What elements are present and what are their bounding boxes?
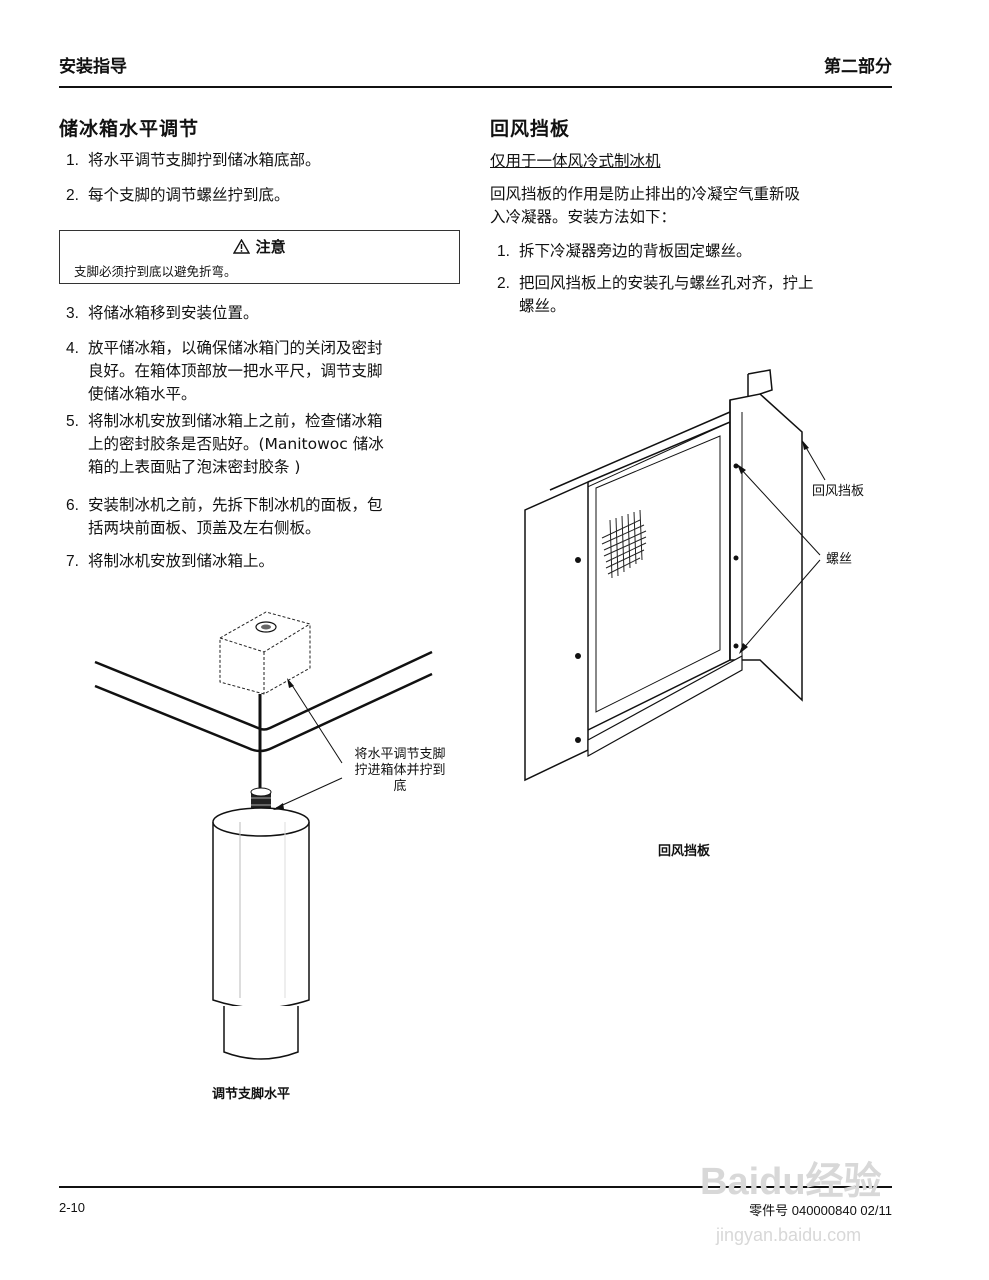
step-text-line: 良好。在箱体顶部放一把水平尺，调节支脚	[88, 362, 383, 380]
step-text-line: 螺丝。	[519, 297, 566, 315]
left-step-5: 5. 将制冰机安放到储冰箱上之前，检查储冰箱 上的密封胶条是否贴好。(Manit…	[66, 410, 466, 479]
baffle-callout-label: 回风挡板	[812, 484, 865, 499]
intro-line: 回风挡板的作用是防止排出的冷凝空气重新吸	[490, 185, 801, 203]
step-text: 将水平调节支脚拧到储冰箱底部。	[88, 151, 321, 169]
leveling-leg-illustration	[94, 611, 433, 1060]
left-section-title: 储冰箱水平调节	[59, 118, 200, 140]
step-text-line: 把回风挡板上的安装孔与螺丝孔对齐，拧上	[519, 274, 814, 292]
threaded-block-icon	[219, 611, 311, 695]
right-figure-caption: 回风挡板	[658, 844, 711, 859]
header-left-title: 安装指导	[59, 57, 127, 77]
left-step-1: 1. 将水平调节支脚拧到储冰箱底部。	[66, 149, 466, 172]
caution-title-row: 注意	[60, 236, 459, 257]
leg-cylinder-icon	[212, 807, 310, 1060]
step-number: 5.	[66, 413, 79, 430]
left-step-2: 2. 每个支脚的调节螺丝拧到底。	[66, 184, 466, 207]
right-step-1: 1. 拆下冷凝器旁边的背板固定螺丝。	[497, 240, 892, 263]
callout-line: 将水平调节支脚	[354, 747, 446, 762]
step-number: 1.	[66, 152, 79, 169]
baidu-watermark-logo: Baidu经验	[700, 1161, 882, 1203]
header-right-section: 第二部分	[824, 57, 892, 77]
step-text-line: 放平储冰箱，以确保储冰箱门的关闭及密封	[88, 339, 383, 357]
screw-callout-label: 螺丝	[826, 552, 853, 567]
step-text-line: 使储冰箱水平。	[88, 385, 197, 403]
right-intro: 回风挡板的作用是防止排出的冷凝空气重新吸 入冷凝器。安装方法如下：	[490, 183, 895, 229]
left-step-4: 4. 放平储冰箱，以确保储冰箱门的关闭及密封 良好。在箱体顶部放一把水平尺，调节…	[66, 337, 466, 406]
condenser-grille-icon	[601, 509, 647, 579]
step-number: 2.	[497, 275, 510, 292]
step-text: 将储冰箱移到安装位置。	[88, 304, 259, 322]
left-step-6: 6. 安装制冰机之前，先拆下制冰机的面板，包 括两块前面板、顶盖及左右侧板。	[66, 494, 466, 540]
leg-callout-label: 将水平调节支脚 拧进箱体并拧到 底	[344, 747, 456, 795]
step-number: 1.	[497, 243, 510, 260]
left-step-7: 7. 将制冰机安放到储冰箱上。	[66, 550, 466, 573]
step-number: 4.	[66, 340, 79, 357]
left-step-3: 3. 将储冰箱移到安装位置。	[66, 302, 466, 325]
step-text: 拆下冷凝器旁边的背板固定螺丝。	[519, 242, 752, 260]
caution-body: 支脚必须拧到底以避免折弯。	[74, 264, 237, 279]
step-number: 6.	[66, 497, 79, 514]
page-number: 2-10	[59, 1200, 86, 1215]
right-section-title: 回风挡板	[490, 118, 571, 140]
right-section-subtitle: 仅用于一体风冷式制冰机	[490, 152, 661, 170]
step-text-line: 将制冰机安放到储冰箱上之前，检查储冰箱	[88, 412, 383, 430]
part-number: 零件号 040000840 02/11	[749, 1203, 892, 1218]
air-baffle-illustration	[524, 369, 826, 782]
step-number: 7.	[66, 553, 79, 570]
header-rule	[59, 86, 892, 88]
callout-line: 底	[393, 779, 407, 794]
callout-line: 拧进箱体并拧到	[354, 763, 446, 778]
step-text: 将制冰机安放到储冰箱上。	[88, 552, 275, 570]
baidu-watermark-url: jingyan.baidu.com	[716, 1225, 862, 1245]
intro-line: 入冷凝器。安装方法如下：	[490, 208, 677, 226]
footer-rule	[59, 1186, 892, 1188]
caution-title: 注意	[255, 238, 286, 256]
step-number: 3.	[66, 305, 79, 322]
step-text-line: 箱的上表面贴了泡沫密封胶条 )	[88, 458, 301, 476]
right-step-2: 2. 把回风挡板上的安装孔与螺丝孔对齐，拧上 螺丝。	[497, 272, 892, 318]
step-number: 2.	[66, 187, 79, 204]
caution-box: 注意 支脚必须拧到底以避免折弯。	[59, 230, 460, 284]
step-text-line: 安装制冰机之前，先拆下制冰机的面板，包	[88, 496, 383, 514]
step-text-line: 上的密封胶条是否贴好。(Manitowoc 储冰	[88, 435, 384, 453]
warning-triangle-icon	[233, 238, 251, 254]
step-text-line: 括两块前面板、顶盖及左右侧板。	[88, 519, 321, 537]
left-figure-caption: 调节支脚水平	[212, 1087, 291, 1102]
step-text: 每个支脚的调节螺丝拧到底。	[88, 186, 290, 204]
